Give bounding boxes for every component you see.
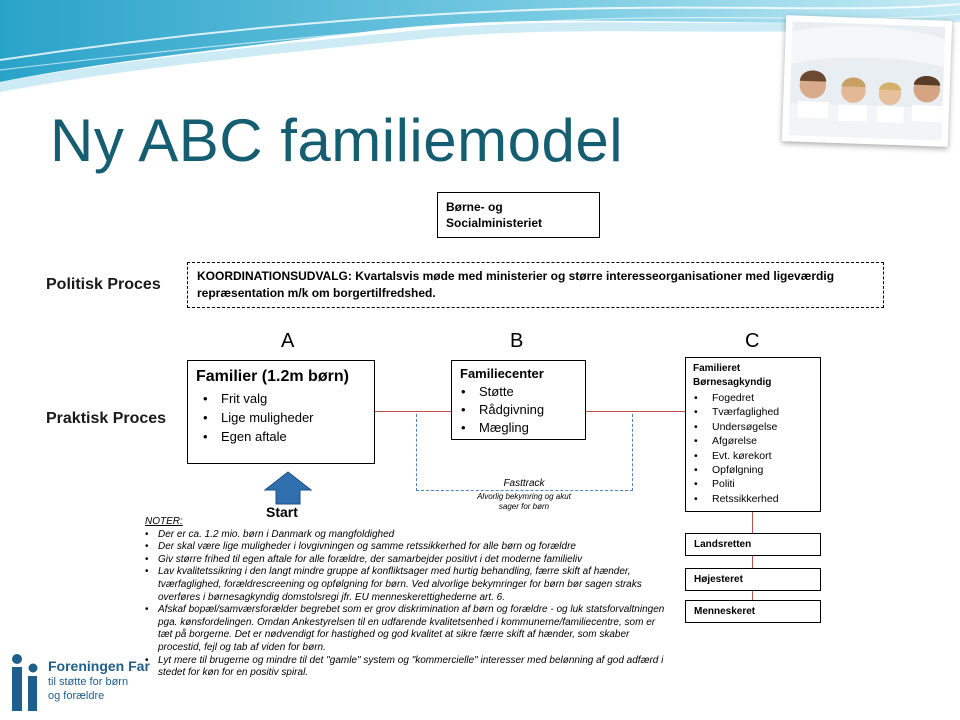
familycourt-list-item: Afgørelse — [694, 434, 813, 449]
families-list-item: Frit valg — [203, 389, 366, 408]
column-label-a: A — [281, 330, 295, 352]
familycourt-box-list: FogedretTværfaglighedUndersøgelseAfgørel… — [693, 391, 813, 507]
familycourt-list-item: Undersøgelse — [694, 420, 813, 435]
fasttrack-line-bottom — [416, 490, 633, 491]
ministry-box: Børne- og Socialministeriet — [437, 192, 600, 238]
page-title: Ny ABC familiemodel — [50, 107, 624, 174]
coordination-box: KOORDINATIONSUDVALG: Kvartalsvis møde me… — [187, 262, 884, 308]
ministry-box-label: Børne- og Socialministeriet — [446, 200, 543, 230]
note-item: Lav kvalitetssikring i den langt mindre … — [145, 566, 665, 604]
coordination-text: KOORDINATIONSUDVALG: Kvartalsvis møde me… — [197, 269, 835, 300]
logo-name: Foreningen Far — [48, 658, 150, 674]
fasttrack-line-left — [416, 414, 417, 491]
familycourt-list-item: Evt. kørekort — [694, 449, 813, 464]
familycourt-list-item: Politi — [694, 477, 813, 492]
row-label-practical: Praktisk Proces — [46, 410, 167, 427]
familycenter-list-item: Støtte — [461, 383, 577, 401]
families-box-list: Frit valgLige mulighederEgen aftale — [196, 389, 366, 446]
logo-figures-icon — [12, 654, 38, 711]
familycenter-box-list: StøtteRådgivningMægling — [460, 383, 577, 437]
note-item: Giv større frihed til egen aftale for al… — [145, 554, 665, 567]
logo-tagline-2: og forældre — [48, 690, 105, 702]
familycourt-box-heading: Familieret Børnesagkyndig — [693, 363, 772, 388]
logo-tagline-1: til støtte for børn — [48, 676, 129, 688]
familycourt-list-item: Tværfaglighed — [694, 405, 813, 420]
start-label: Start — [266, 504, 298, 520]
column-label-c: C — [745, 330, 760, 352]
court-box-landsretten: Landsretten — [685, 533, 821, 556]
column-label-b: B — [510, 330, 524, 352]
fasttrack-sublabel: Alvorlig bekymring og akut sager for bør… — [477, 492, 571, 511]
notes-section: NOTER: Der er ca. 1.2 mio. børn i Danmar… — [145, 516, 665, 680]
familycourt-list-item: Fogedret — [694, 391, 813, 406]
familycenter-box-heading: Familiecenter — [460, 366, 544, 381]
court-box-hojesteret: Højesteret — [685, 568, 821, 591]
note-item: Lyt mere til brugerne og mindre til det … — [145, 655, 665, 680]
family-photo — [781, 15, 953, 147]
row-label-political: Politisk Proces — [46, 276, 161, 293]
familycenter-list-item: Rådgivning — [461, 401, 577, 419]
court-box-menneskeret: Menneskeret — [685, 600, 821, 623]
note-item: Der skal være lige muligheder i lovgivni… — [145, 541, 665, 554]
fasttrack-label: Fasttrack — [503, 478, 545, 489]
court-label: Landsretten — [694, 539, 752, 550]
familycourt-box: Familieret Børnesagkyndig FogedretTværfa… — [685, 357, 821, 512]
connector-c-courts — [752, 512, 753, 616]
start-arrow-icon — [264, 471, 312, 505]
familycourt-list-item: Opfølgning — [694, 463, 813, 478]
families-list-item: Egen aftale — [203, 427, 366, 446]
court-label: Højesteret — [694, 574, 743, 585]
court-label: Menneskeret — [694, 606, 756, 617]
notes-list: Der er ca. 1.2 mio. børn i Danmark og ma… — [145, 529, 665, 680]
connector-b-c — [586, 411, 685, 412]
familycenter-box: Familiecenter StøtteRådgivningMægling — [451, 360, 586, 440]
notes-heading: NOTER: — [145, 516, 183, 527]
note-item: Der er ca. 1.2 mio. børn i Danmark og ma… — [145, 529, 665, 542]
note-item: Afskaf bopæl/samværsforælder begrebet so… — [145, 604, 665, 654]
families-list-item: Lige muligheder — [203, 408, 366, 427]
foreningen-far-logo: Foreningen Far til støtte for børn og fo… — [0, 650, 180, 716]
familycourt-list-item: Retssikkerhed — [694, 492, 813, 507]
familycenter-list-item: Mægling — [461, 419, 577, 437]
connector-a-b — [375, 411, 451, 412]
families-box: Familier (1.2m børn) Frit valgLige mulig… — [187, 360, 375, 464]
fasttrack-line-right — [632, 414, 633, 491]
families-box-heading: Familier (1.2m børn) — [196, 368, 349, 385]
